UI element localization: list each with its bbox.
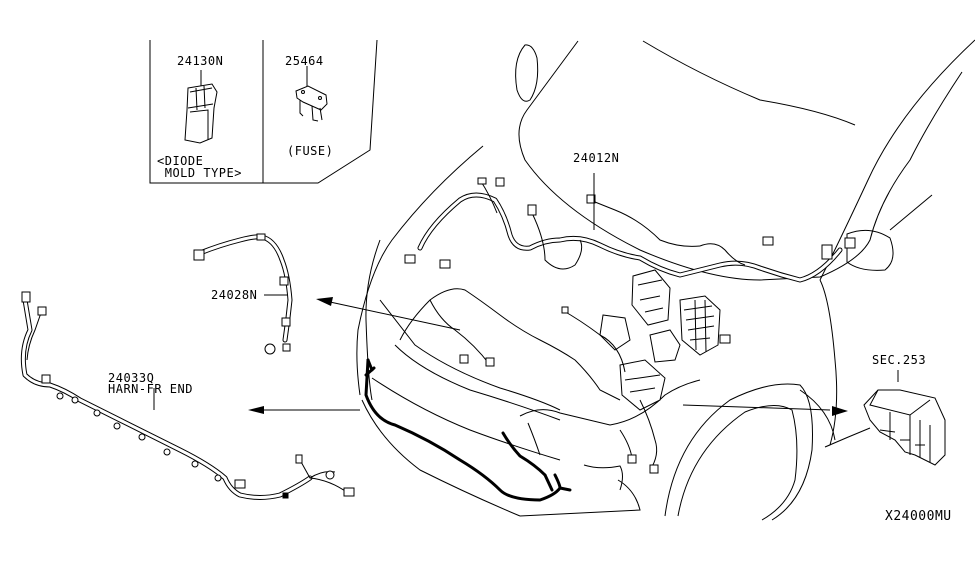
part-number-24033q[interactable]: 24033Q bbox=[108, 371, 155, 385]
fuse-caption: (FUSE) bbox=[287, 144, 334, 158]
diode-caption-line1: <DIODE bbox=[157, 154, 204, 168]
inset-panel-frame bbox=[149, 39, 378, 184]
sub-harness-24028n bbox=[193, 233, 293, 355]
diagram-code: X24000MU bbox=[885, 509, 952, 524]
fuse-icon bbox=[295, 66, 328, 122]
part-number-24012n[interactable]: 24012N bbox=[573, 151, 620, 165]
front-end-harness-in-vehicle bbox=[364, 358, 572, 502]
part-number-25464[interactable]: 25464 bbox=[285, 54, 324, 68]
engine-bay-components bbox=[599, 269, 721, 411]
part-number-24130n[interactable]: 24130N bbox=[177, 54, 224, 68]
harness-description: HARN-FR END bbox=[108, 382, 193, 396]
main-harness-in-vehicle bbox=[394, 177, 856, 474]
part-number-24028n[interactable]: 24028N bbox=[211, 288, 258, 302]
section-reference-253[interactable]: SEC.253 bbox=[872, 353, 927, 367]
diode-mold-connector-icon bbox=[184, 70, 218, 144]
vehicle-body-outline bbox=[356, 39, 975, 521]
relay-box-sec253 bbox=[863, 389, 946, 466]
front-end-harness-24033q bbox=[20, 291, 355, 500]
callout-arrows bbox=[153, 173, 899, 416]
diode-caption-line2: MOLD TYPE> bbox=[157, 166, 242, 180]
